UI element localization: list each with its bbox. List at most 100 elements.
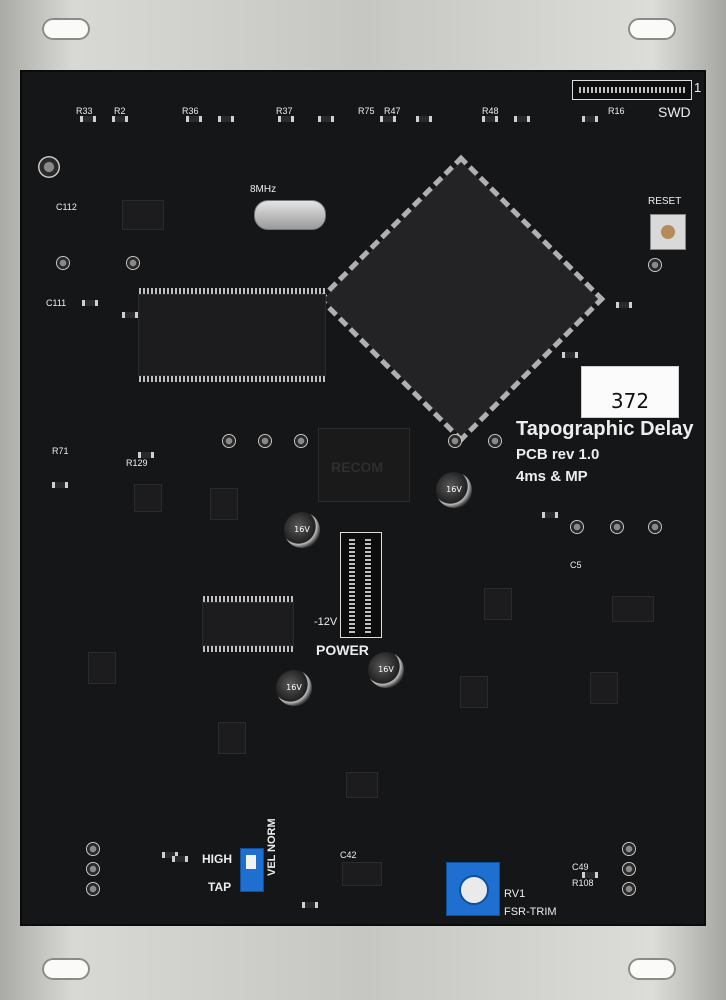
smd-part (482, 116, 498, 122)
ref-label: C49 (572, 862, 589, 872)
fsr-trim-pot[interactable] (446, 862, 500, 916)
electrolytic-cap-c4: 16V (284, 512, 320, 548)
tap-label: TAP (208, 880, 232, 894)
smd-part (138, 452, 154, 458)
ref-label: R108 (572, 878, 594, 888)
jack-pad (448, 434, 462, 448)
opamp-ic-1 (134, 484, 162, 512)
smd-part (52, 482, 68, 488)
voltage-regulator (122, 200, 164, 230)
jack-pad (86, 862, 100, 876)
recom-label: RECOM (331, 459, 384, 475)
jack-pad (126, 256, 140, 270)
rv1-label: RV1 (504, 888, 526, 900)
swd-pin1-label: 1 (694, 80, 702, 95)
jack-pad (622, 882, 636, 896)
jack-pad (258, 434, 272, 448)
smd-part (562, 352, 578, 358)
jack-pad (222, 434, 236, 448)
smd-part (122, 312, 138, 318)
mounting-slot-bottom-left (42, 958, 90, 980)
jack-pad (622, 862, 636, 876)
ref-label: R37 (276, 106, 293, 116)
crystal-oscillator (254, 200, 326, 230)
mounting-slot-top-left (42, 18, 90, 40)
jack-pad (86, 842, 100, 856)
board-makers: 4ms & MP (516, 468, 588, 485)
ref-label: R47 (384, 106, 401, 116)
ic6 (342, 862, 382, 886)
smd-part (82, 300, 98, 306)
jack-pad (648, 520, 662, 534)
opamp-ic-6 (460, 676, 488, 708)
board-title: Tapographic Delay (516, 418, 694, 440)
smd-part (582, 116, 598, 122)
smd-part (162, 852, 178, 858)
reset-label: RESET (648, 196, 682, 207)
crystal-label: 8MHz (250, 184, 277, 195)
smd-part (218, 116, 234, 122)
smd-part (514, 116, 530, 122)
serial-number: 372 (610, 389, 650, 413)
jack-pad (488, 434, 502, 448)
mounting-hole (38, 156, 60, 178)
opamp-ic-7 (590, 672, 618, 704)
ref-label: R75 (358, 106, 375, 116)
smd-part (186, 116, 202, 122)
opamp-ic-8 (612, 596, 654, 622)
jack-pad (622, 842, 636, 856)
arm-microcontroller (316, 154, 606, 444)
ref-label: R71 (52, 446, 69, 456)
ref-label: R33 (76, 106, 93, 116)
smd-part (302, 902, 318, 908)
vel-label: VEL (266, 854, 278, 876)
board-revision: PCB rev 1.0 (516, 446, 600, 463)
minus12v-label: -12V (314, 616, 338, 628)
opamp-ic-4 (218, 722, 246, 754)
norm-label: NORM (266, 818, 278, 852)
opamp-ic-2 (210, 488, 238, 520)
swd-header (572, 80, 692, 100)
high-label: HIGH (202, 852, 232, 866)
smd-part (582, 872, 598, 878)
vel-norm-switch[interactable] (240, 848, 264, 892)
ref-label: C5 (570, 560, 582, 570)
smd-part (318, 116, 334, 122)
ref-label: C42 (340, 850, 357, 860)
smd-part (380, 116, 396, 122)
smd-part (542, 512, 558, 518)
smd-part (112, 116, 128, 122)
smd-part (278, 116, 294, 122)
fsr-trim-label: FSR-TRIM (504, 906, 557, 918)
smd-part (80, 116, 96, 122)
opamp-ic-9 (346, 772, 378, 798)
electrolytic-cap-c89: 16V (276, 670, 312, 706)
sdram-chip (138, 288, 326, 382)
jack-pad (610, 520, 624, 534)
jack-pad (648, 258, 662, 272)
opamp-ic-5 (484, 588, 512, 620)
smd-part (416, 116, 432, 122)
smd-part (616, 302, 632, 308)
reset-button[interactable] (650, 214, 686, 250)
power-label: POWER (316, 642, 369, 658)
jack-pad (56, 256, 70, 270)
ref-label: C112 (56, 202, 77, 212)
ref-label: R129 (126, 458, 148, 468)
ref-label: R36 (182, 106, 199, 116)
opamp-ic-3 (88, 652, 116, 684)
power-header (340, 532, 382, 638)
jack-pad (570, 520, 584, 534)
ref-label: R48 (482, 106, 499, 116)
electrolytic-cap-c7: 16V (436, 472, 472, 508)
serial-sticker: 372 (581, 366, 679, 418)
codec-chip (202, 596, 294, 652)
ref-label: R16 (608, 106, 625, 116)
pcb-board: 1 SWD 8MHz RESET RECOM POWER -12V (22, 72, 704, 924)
smd-part (172, 856, 188, 862)
jack-pad (294, 434, 308, 448)
mounting-slot-bottom-right (628, 958, 676, 980)
swd-label: SWD (658, 104, 691, 120)
recom-dcdc-module: RECOM (318, 428, 410, 502)
ref-label: R2 (114, 106, 126, 116)
